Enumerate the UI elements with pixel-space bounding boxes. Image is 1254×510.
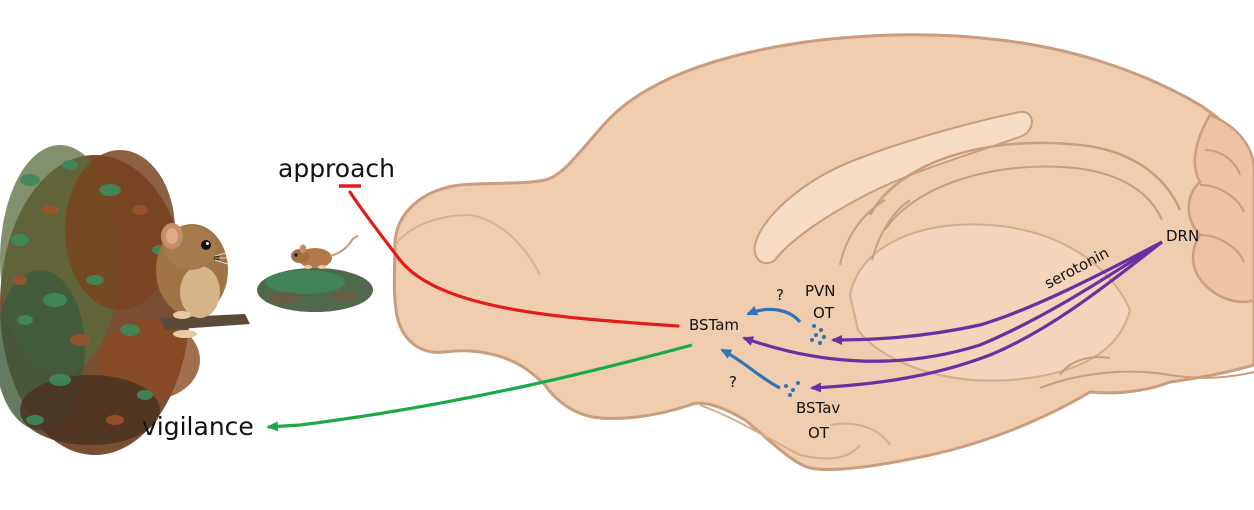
question-mark-lower: ? [729, 373, 737, 391]
ot-upper-label: OT [813, 304, 835, 322]
bstav-label: BSTav [796, 399, 840, 417]
mouse-on-mound-illustration [257, 236, 373, 312]
drn-label: DRN [1166, 227, 1199, 245]
approach-label: approach [278, 154, 395, 183]
pvn-label: PVN [805, 282, 836, 300]
vigilance-label: vigilance [142, 412, 254, 441]
question-mark-upper: ? [776, 286, 784, 304]
ot-lower-label: OT [808, 424, 830, 442]
bstam-label: BSTam [689, 316, 739, 334]
cerebellum [1189, 115, 1254, 302]
mouse-in-bush-illustration [0, 145, 250, 455]
